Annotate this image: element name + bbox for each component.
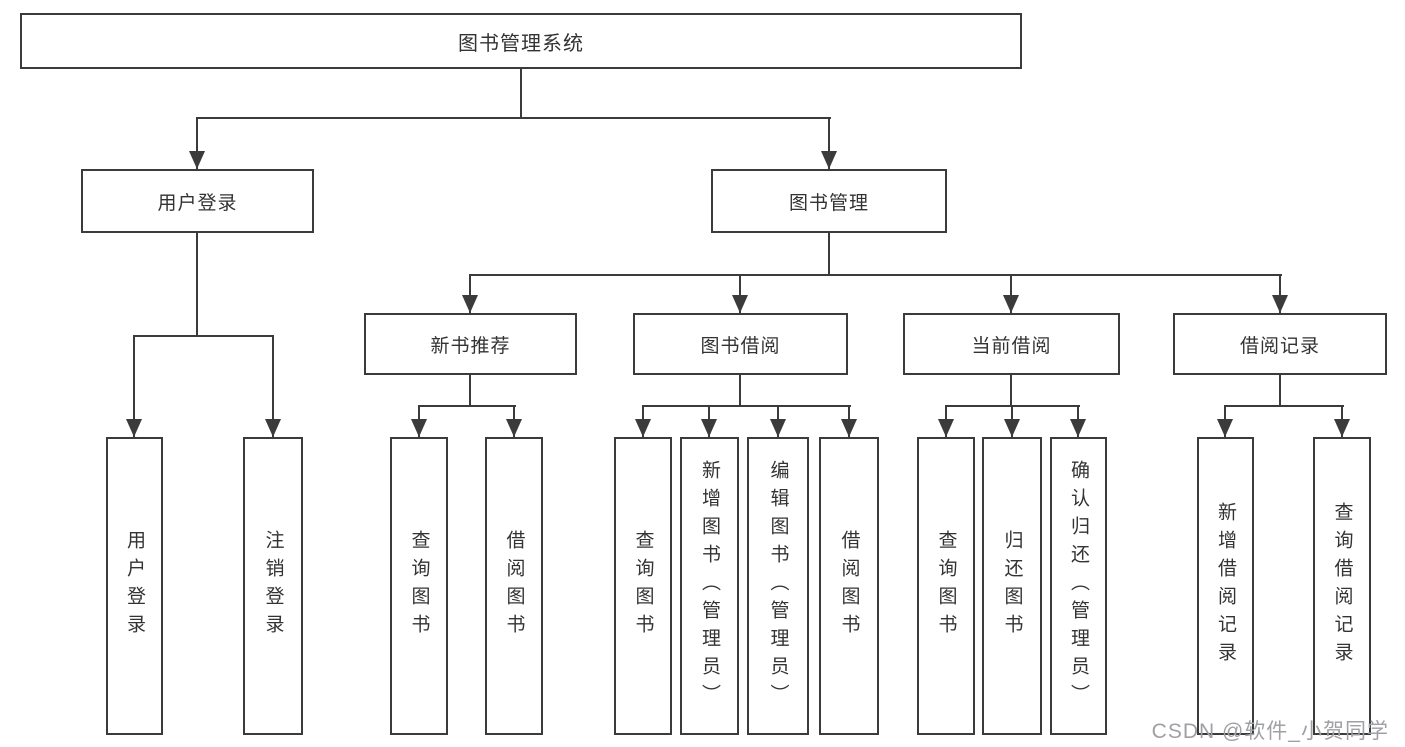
arrowhead-down-icon [1217, 419, 1233, 437]
connector-line [469, 274, 471, 313]
connector-line [196, 117, 198, 169]
node-book-management: 图书管理 [711, 169, 947, 233]
leaf-query-borrow-record: 查询借阅记录 [1313, 437, 1371, 735]
arrowhead-down-icon [821, 151, 837, 169]
watermark-text: CSDN @软件_小贺同学 [1151, 720, 1389, 743]
connector-line [642, 405, 851, 407]
arrowhead-down-icon [506, 419, 522, 437]
leaf-confirm-return-admin: 确认归还（管理员） [1050, 437, 1107, 735]
arrowhead-down-icon [1334, 419, 1350, 437]
connector-line [739, 375, 741, 407]
connector-line [196, 233, 198, 337]
connector-line [828, 117, 830, 169]
node-book-borrowing: 图书借阅 [633, 313, 848, 375]
connector-line [828, 233, 830, 276]
arrowhead-down-icon [462, 295, 478, 313]
arrowhead-down-icon [411, 419, 427, 437]
arrowhead-down-icon [189, 151, 205, 169]
arrowhead-down-icon [635, 419, 651, 437]
leaf-query-books-borrowing: 查询图书 [614, 437, 672, 735]
leaf-return-books: 归还图书 [982, 437, 1042, 735]
connector-line [272, 335, 274, 437]
arrowhead-down-icon [770, 419, 786, 437]
arrowhead-down-icon [701, 419, 717, 437]
arrowhead-down-icon [1272, 295, 1288, 313]
connector-line [133, 335, 135, 437]
connector-line [1010, 375, 1012, 407]
arrowhead-down-icon [1070, 419, 1086, 437]
connector-line [469, 375, 471, 407]
arrowhead-down-icon [732, 295, 748, 313]
connector-line [196, 117, 831, 119]
arrowhead-down-icon [1004, 419, 1020, 437]
connector-line [1010, 274, 1012, 313]
leaf-logout: 注销登录 [243, 437, 303, 735]
leaf-add-borrow-record: 新增借阅记录 [1197, 437, 1254, 735]
connector-line [1224, 405, 1344, 407]
leaf-borrow-books-borrowing: 借阅图书 [819, 437, 879, 735]
leaf-edit-book-admin: 编辑图书（管理员） [747, 437, 809, 735]
arrowhead-down-icon [1003, 295, 1019, 313]
connector-line [1279, 274, 1281, 313]
node-library-management-system: 图书管理系统 [20, 13, 1022, 69]
connector-line [1279, 375, 1281, 407]
connector-line [469, 274, 1282, 276]
connector-line [133, 335, 274, 337]
connector-line [739, 274, 741, 313]
arrowhead-down-icon [126, 419, 142, 437]
leaf-query-books-current: 查询图书 [917, 437, 975, 735]
node-current-borrowing: 当前借阅 [903, 313, 1120, 375]
node-borrowing-records: 借阅记录 [1173, 313, 1387, 375]
leaf-add-book-admin: 新增图书（管理员） [680, 437, 739, 735]
arrowhead-down-icon [938, 419, 954, 437]
leaf-borrow-books-recommend: 借阅图书 [485, 437, 543, 735]
connector-line [520, 69, 522, 118]
leaf-query-books-recommend: 查询图书 [390, 437, 448, 735]
node-user-login: 用户登录 [81, 169, 314, 233]
connector-line [418, 405, 516, 407]
arrowhead-down-icon [841, 419, 857, 437]
leaf-user-login: 用户登录 [106, 437, 163, 735]
arrowhead-down-icon [265, 419, 281, 437]
node-new-book-recommendation: 新书推荐 [364, 313, 577, 375]
